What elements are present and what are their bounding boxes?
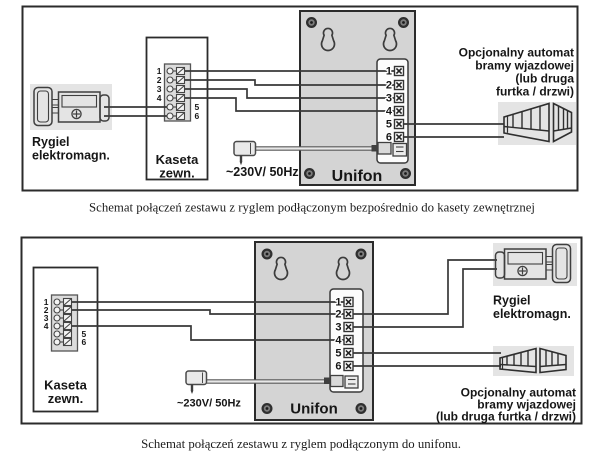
corner-screw-icon <box>304 168 315 179</box>
lock-label-line1: Rygiel <box>493 294 531 308</box>
screw-terminal-icon <box>393 65 405 77</box>
screw-terminal-icon <box>343 347 354 359</box>
terminal-number: 5 <box>386 119 392 131</box>
wires <box>104 70 504 138</box>
screw-terminal-icon <box>393 105 405 117</box>
terminal-number: 3 <box>386 93 392 105</box>
terminal-number: 5 <box>195 102 200 112</box>
gate-label-line1: Opcjonalny automat <box>461 386 576 400</box>
screw-terminal-icon <box>343 296 354 308</box>
electromagnetic-lock-icon <box>33 86 110 127</box>
corner-screw-icon <box>398 17 409 28</box>
terminal-number: 3 <box>157 84 162 94</box>
terminal-number: 4 <box>335 335 342 347</box>
gate-label-line3: (lub druga furtka / drzwi) <box>436 410 576 424</box>
top-diagram: Unifon ~230V/ 50Hz <box>21 5 579 192</box>
power-adapter-icon <box>233 140 257 166</box>
screw-terminal-icon <box>393 118 405 130</box>
top-caption: Schemat połączeń zestawu z ryglem podłąc… <box>89 201 535 215</box>
screw-terminal-icon <box>343 321 354 333</box>
corner-screw-icon <box>355 248 367 260</box>
terminal-number: 5 <box>335 348 341 360</box>
terminal-number: 4 <box>386 106 393 118</box>
terminal-number: 6 <box>335 361 341 373</box>
corner-screw-icon <box>261 248 273 260</box>
screw-terminal-icon <box>343 360 354 372</box>
gate-label-line3: (lub druga <box>515 72 574 86</box>
lock-label-line2: elektromagn. <box>493 307 571 321</box>
kaseta-label-line2: zewn. <box>48 391 83 406</box>
gate-label-line2: bramy wjazdowej <box>475 59 574 73</box>
terminal-number: 6 <box>82 337 87 347</box>
unifon-label: Unifon <box>290 401 337 418</box>
gate-label-line4: furtka / drzwi) <box>496 85 574 99</box>
screw-terminal-icon <box>343 334 354 346</box>
unifon-terminals: 1 2 3 4 5 6 <box>385 64 405 145</box>
unifon-label: Unifon <box>332 168 383 185</box>
gate-label-line1: Opcjonalny automat <box>459 46 574 60</box>
kaseta-label-line2: zewn. <box>159 166 194 181</box>
terminal-number: 3 <box>335 322 341 334</box>
power-label: ~230V/ 50Hz <box>226 165 299 179</box>
wires <box>71 259 501 367</box>
kaseta-label-line1: Kaseta <box>44 378 87 393</box>
corner-screw-icon <box>261 403 273 414</box>
unifon-terminals: 1 2 3 4 5 6 <box>334 295 354 374</box>
kaseta-terminal-rows: 1 2 3 4 5 6 <box>157 66 200 121</box>
power-label: ~230V/ 50Hz <box>177 398 241 410</box>
terminal-number: 4 <box>44 321 49 331</box>
corner-screw-icon <box>306 17 317 28</box>
kaseta-terminal-rows: 1 2 3 4 5 6 <box>44 297 87 347</box>
power-jack-icon <box>371 141 408 157</box>
terminal-number: 2 <box>44 305 49 315</box>
corner-screw-icon <box>400 168 411 179</box>
lock-label-line1: Rygiel <box>32 135 70 149</box>
terminal-number: 1 <box>335 297 341 309</box>
terminal-number: 1 <box>386 66 392 78</box>
terminal-number: 1 <box>44 297 49 307</box>
terminal-number: 2 <box>157 75 162 85</box>
gate-icon <box>499 347 567 374</box>
electromagnetic-lock-icon <box>494 243 572 284</box>
kaseta-label-line1: Kaseta <box>156 152 199 167</box>
lock-label-line2: elektromagn. <box>32 149 110 163</box>
terminal-number: 6 <box>386 132 392 144</box>
power-adapter-icon <box>185 370 208 394</box>
terminal-number: 4 <box>157 93 162 103</box>
bottom-caption: Schemat połączeń zestawu z ryglem podłąc… <box>141 437 461 451</box>
corner-screw-icon <box>355 403 367 414</box>
gate-icon <box>503 102 573 143</box>
bottom-diagram: Unifon ~230V/ 50Hz <box>20 236 583 425</box>
terminal-number: 2 <box>386 80 392 92</box>
screw-terminal-icon <box>393 92 405 104</box>
gate-label-line2: bramy wjazdowej <box>477 398 576 412</box>
terminal-number: 1 <box>157 66 162 76</box>
screw-terminal-icon <box>393 79 405 91</box>
terminal-number: 5 <box>82 329 87 339</box>
screw-terminal-icon <box>393 131 405 143</box>
screw-terminal-icon <box>343 308 354 320</box>
power-jack-icon <box>324 374 359 389</box>
terminal-number: 3 <box>44 313 49 323</box>
terminal-number: 2 <box>335 309 341 321</box>
terminal-number: 6 <box>195 111 200 121</box>
